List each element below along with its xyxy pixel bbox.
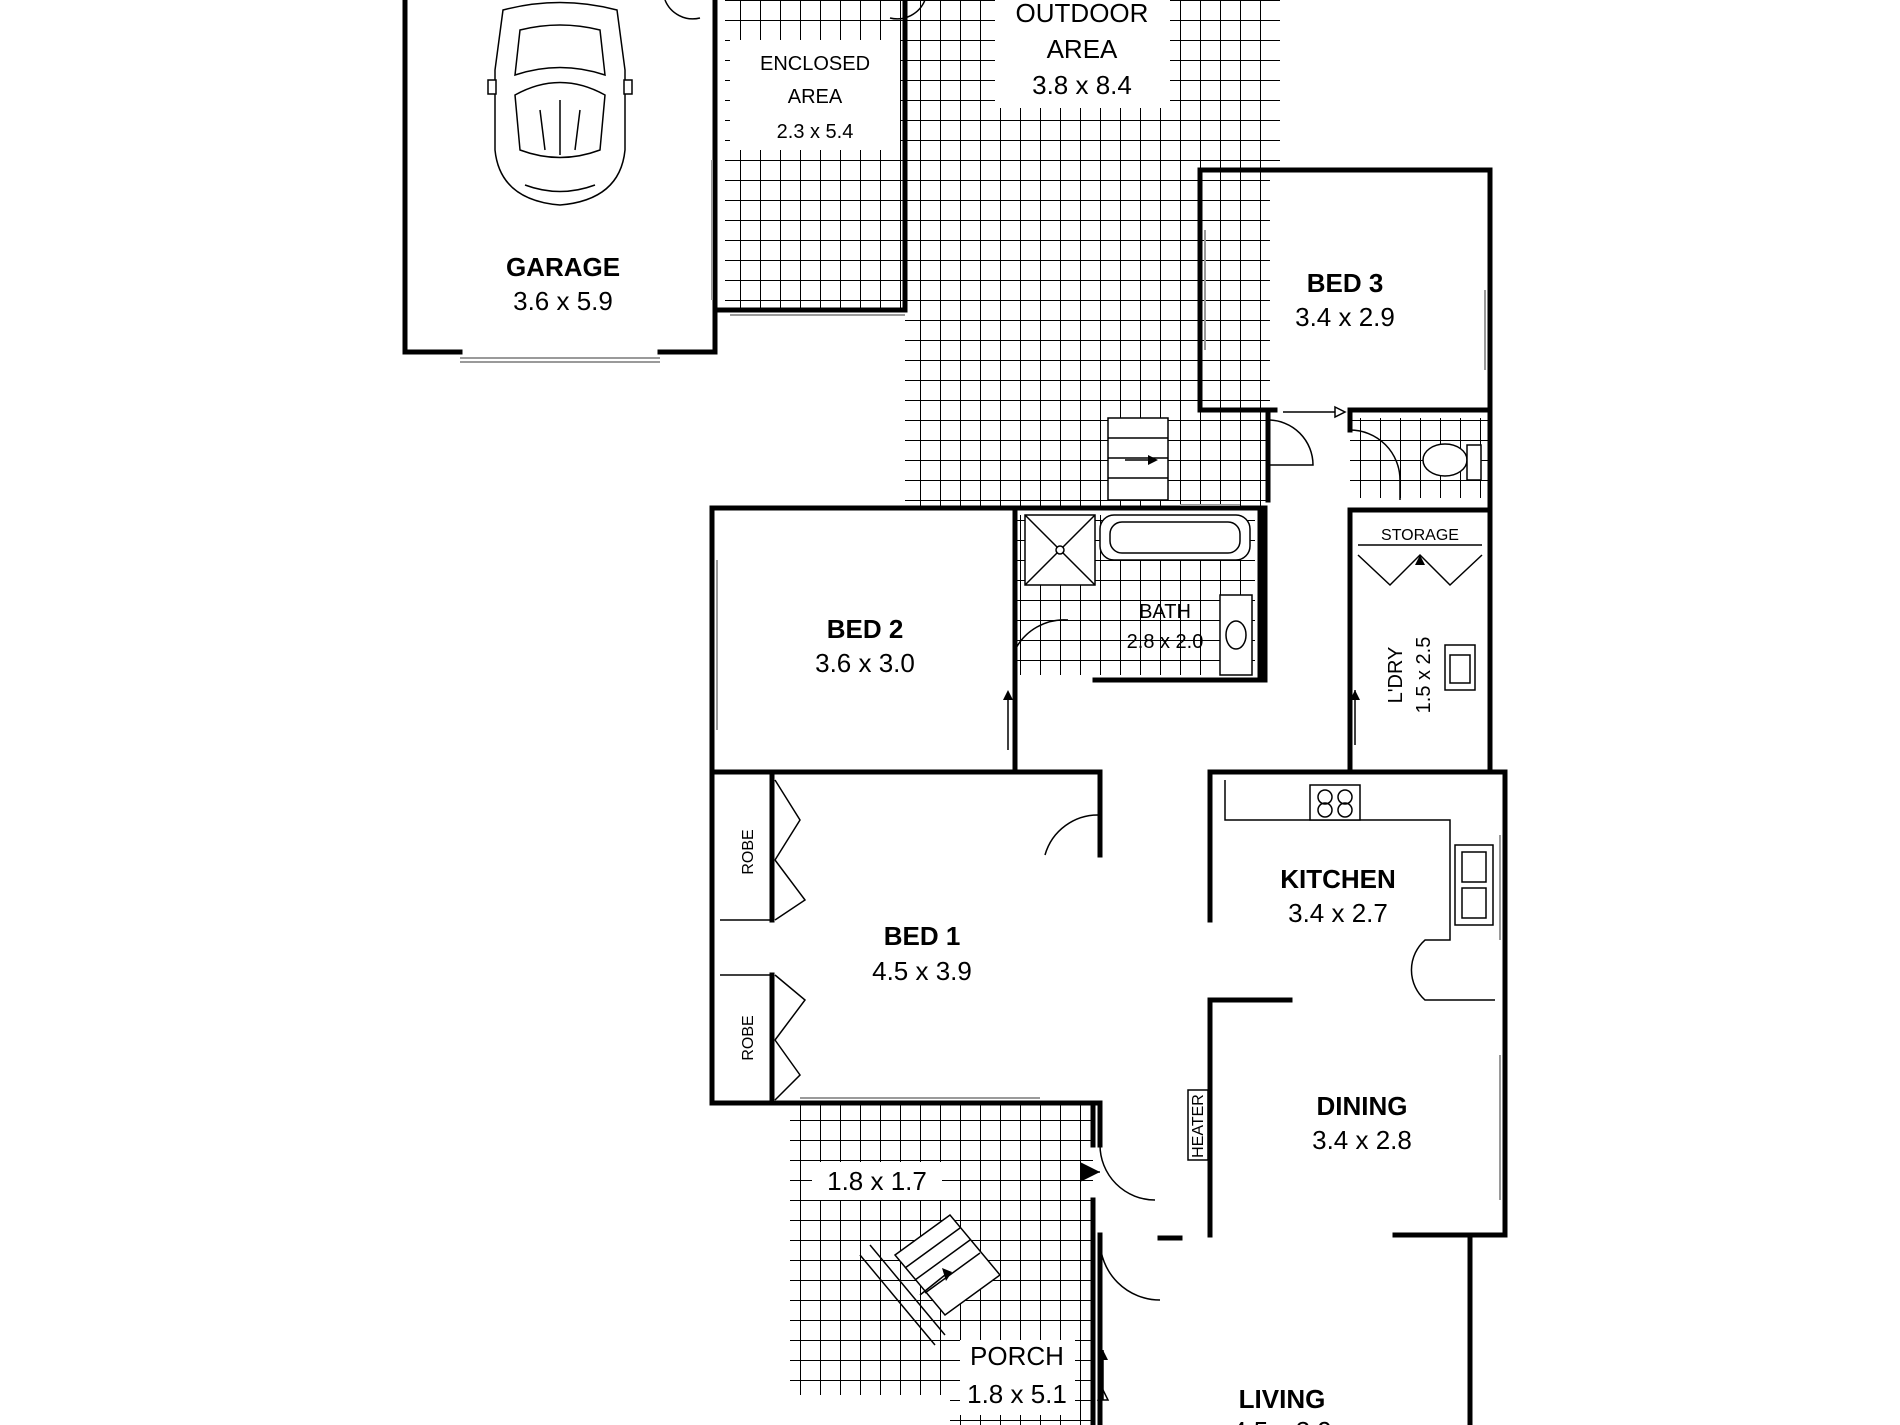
living	[1392, 1232, 1508, 1425]
bath	[1012, 504, 1263, 683]
deck-dim: 1.8 x 1.7	[827, 1166, 927, 1196]
bed2-name: BED 2	[827, 614, 904, 644]
stairs	[1107, 417, 1169, 501]
tiled-paving	[725, 0, 1490, 1425]
bed3-name: BED 3	[1307, 268, 1384, 298]
storage-name: STORAGE	[1381, 527, 1459, 544]
porch-label-plate	[960, 1340, 1075, 1415]
outdoor-line1: OUTDOOR	[1016, 0, 1149, 28]
enclosed-dim: 2.3 x 5.4	[777, 121, 854, 143]
toilet-area	[1265, 407, 1493, 513]
kitchen-dining	[1187, 769, 1508, 1238]
garage	[402, 0, 926, 363]
enclosed-line1: ENCLOSED	[760, 53, 870, 75]
porch-dim: 1.8 x 5.1	[967, 1379, 1067, 1409]
heater-name: HEATER	[1190, 1094, 1207, 1158]
living-name: LIVING	[1239, 1384, 1326, 1414]
outdoor-label-plate	[995, 0, 1170, 108]
enclosed-area	[714, 0, 908, 316]
laundry-dim: 1.5 x 2.5	[1413, 637, 1435, 714]
bed1-dim: 4.5 x 3.9	[872, 956, 972, 986]
laundry-name: L'DRY	[1385, 647, 1407, 704]
bath-dim: 2.8 x 2.0	[1127, 631, 1204, 653]
robe-top-name: ROBE	[740, 829, 757, 874]
robe-bottom-name: ROBE	[740, 1015, 757, 1060]
bath-name: BATH	[1139, 601, 1191, 623]
kitchen-name: KITCHEN	[1280, 864, 1396, 894]
hallway	[1044, 507, 1268, 1425]
porch-steps	[859, 1213, 1002, 1346]
dining-dim: 3.4 x 2.8	[1312, 1125, 1412, 1155]
kitchen-dim: 3.4 x 2.7	[1288, 898, 1388, 928]
enclosed-label-plate	[730, 40, 900, 150]
deck-label-plate	[812, 1162, 942, 1200]
car-icon	[487, 1, 633, 206]
outdoor-dim: 3.8 x 8.4	[1032, 70, 1132, 100]
bed-3	[1197, 167, 1493, 419]
porch-name: PORCH	[970, 1341, 1064, 1371]
bed3-dim: 3.4 x 2.9	[1295, 302, 1395, 332]
bed1-name: BED 1	[884, 921, 961, 951]
garage-name: GARAGE	[506, 252, 620, 282]
dining-name: DINING	[1317, 1091, 1408, 1121]
living-dim: 4.5 x 3.9	[1232, 1416, 1332, 1425]
outdoor-line2: AREA	[1047, 34, 1118, 64]
garage-dim: 3.6 x 5.9	[513, 286, 613, 316]
enclosed-line2: AREA	[788, 86, 843, 108]
bed2-dim: 3.6 x 3.0	[815, 648, 915, 678]
porch	[1080, 1100, 1110, 1425]
robe-doors	[720, 779, 807, 1101]
bed-1	[709, 769, 1103, 1106]
